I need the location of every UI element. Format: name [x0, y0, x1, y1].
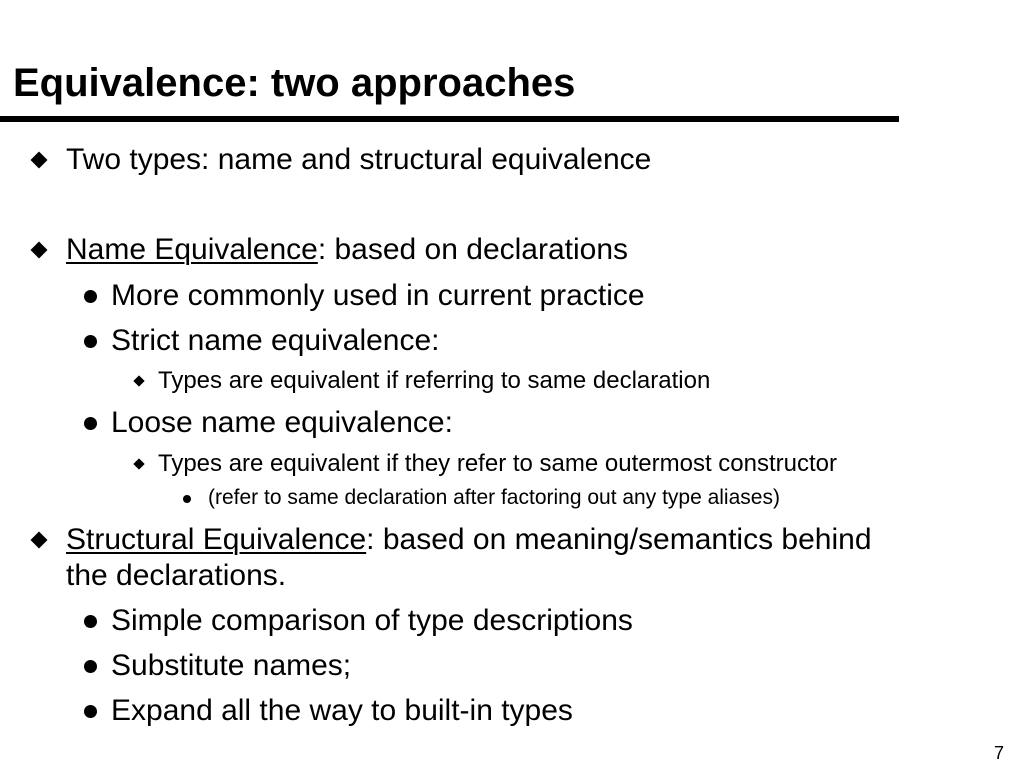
strict-detail: Types are equivalent if referring to sam…	[158, 367, 711, 394]
name-equivalence-term: Name Equivalence	[66, 233, 318, 266]
dot-bullet-icon	[84, 417, 97, 430]
loose-detail: Types are equivalent if they refer to sa…	[158, 450, 837, 477]
dot-bullet-icon	[84, 615, 97, 628]
sub-bullet-common-usage: More commonly used in current practice	[111, 279, 645, 312]
sub-bullet-substitute: Substitute names;	[111, 649, 352, 682]
structural-equivalence-continuation: the declarations.	[66, 559, 287, 592]
sub-bullet-strict: Strict name equivalence:	[111, 324, 440, 357]
bullet-name-equivalence: Name Equivalence: based on declarations	[66, 231, 628, 269]
diamond-bullet-icon	[30, 151, 48, 169]
diamond-bullet-icon	[30, 241, 48, 259]
small-dot-bullet-icon	[183, 495, 191, 503]
diamond-bullet-icon	[30, 531, 48, 549]
dot-bullet-icon	[84, 335, 97, 348]
page-number: 7	[993, 743, 1004, 763]
bullet-structural-equivalence: Structural Equivalence: based on meaning…	[66, 521, 872, 559]
bullet-two-types: Two types: name and structural equivalen…	[66, 143, 652, 176]
dot-bullet-icon	[84, 705, 97, 718]
sub-bullet-expand: Expand all the way to built-in types	[111, 694, 573, 727]
dot-bullet-icon	[84, 290, 97, 303]
sub-bullet-simple-comparison: Simple comparison of type descriptions	[111, 604, 633, 637]
dot-bullet-icon	[84, 660, 97, 673]
slide-title: Equivalence: two approaches	[13, 61, 576, 105]
small-diamond-bullet-icon	[133, 375, 145, 387]
structural-equivalence-term: Structural Equivalence	[66, 523, 367, 556]
loose-note: (refer to same declaration after factori…	[208, 486, 780, 509]
title-underline-rule	[0, 116, 899, 122]
name-equivalence-desc: : based on declarations	[317, 233, 629, 266]
structural-equivalence-desc: : based on meaning/semantics behind	[366, 523, 872, 556]
sub-bullet-loose: Loose name equivalence:	[111, 406, 453, 439]
small-diamond-bullet-icon	[133, 458, 145, 470]
